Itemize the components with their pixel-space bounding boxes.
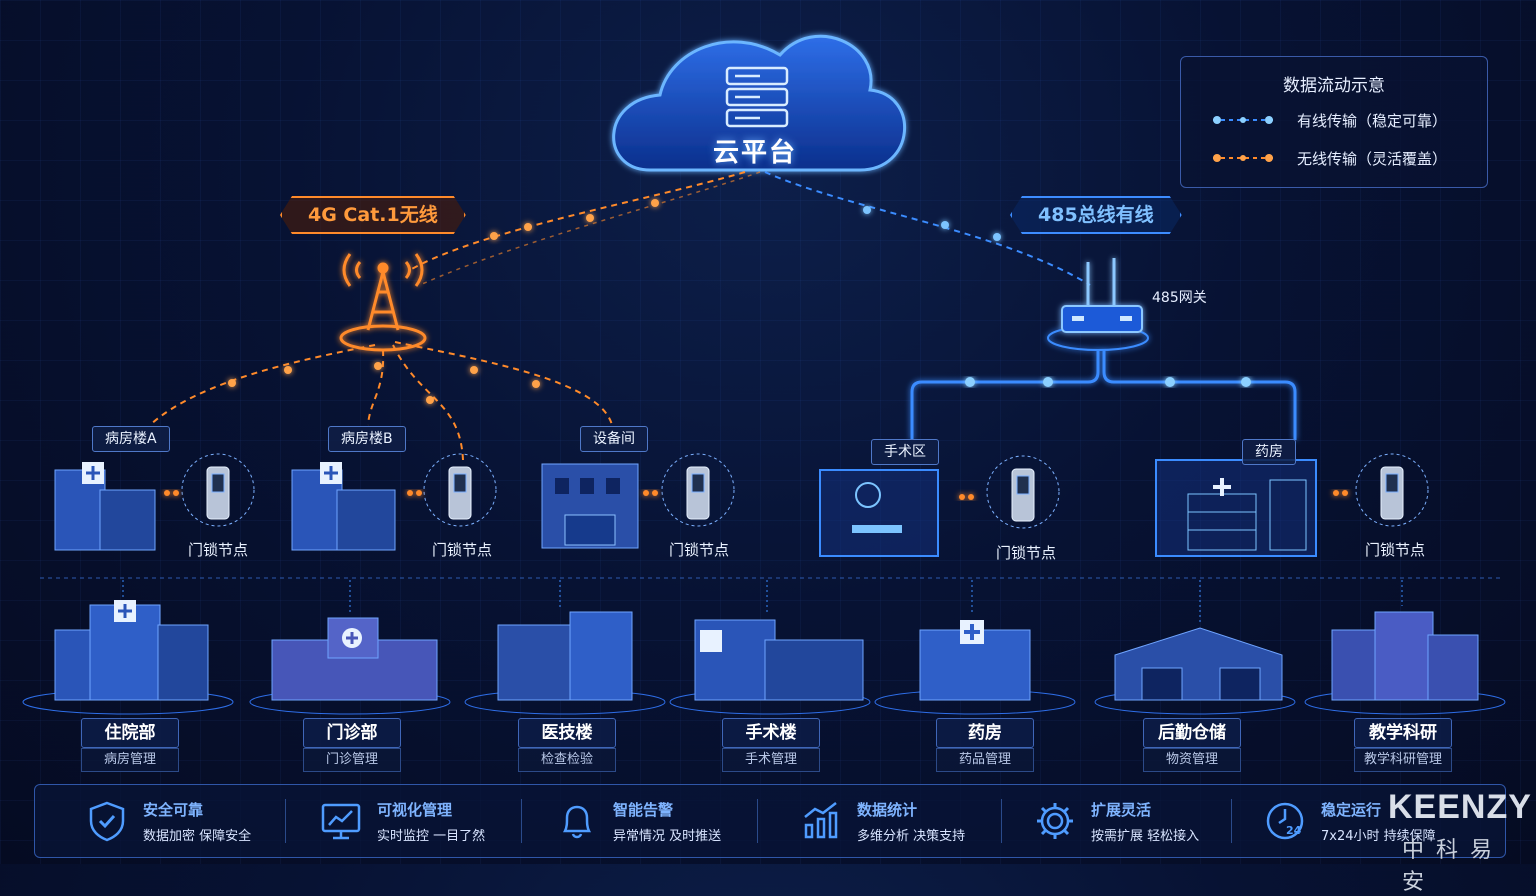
building-name: 教学科研 — [1354, 718, 1452, 748]
building-name: 药房 — [936, 718, 1034, 748]
building-sub: 教学科研管理 — [1354, 748, 1452, 772]
node-label-pharmacy-room: 药房 — [1242, 439, 1296, 465]
svg-text:24: 24 — [1286, 824, 1302, 837]
feature-title: 安全可靠 — [143, 801, 204, 819]
building-sub: 物资管理 — [1143, 748, 1241, 772]
feature-desc: 异常情况 及时推送 — [613, 829, 722, 844]
gateway-router-icon — [1047, 258, 1149, 351]
building-name: 门诊部 — [303, 718, 401, 748]
feature-desc: 实时监控 一目了然 — [377, 829, 486, 844]
divider — [1231, 799, 1232, 843]
building-sub: 手术管理 — [722, 748, 820, 772]
server-icon — [725, 66, 789, 128]
bottom-buildings — [22, 600, 1506, 715]
building-ward-b-icon — [291, 462, 396, 551]
brand-logo-cn: 中科易安 — [1402, 838, 1505, 895]
pharmacy-room-icon — [1155, 459, 1317, 557]
lock-label-operating-area: 门锁节点 — [996, 544, 1057, 562]
wireless-line-icon — [1213, 154, 1273, 162]
building-sub: 药品管理 — [936, 748, 1034, 772]
operating-area-icon — [819, 469, 939, 557]
divider — [285, 799, 286, 843]
lock-label-pharmacy-room: 门锁节点 — [1365, 541, 1426, 559]
legend-wired-row: 有线传输（稳定可靠） — [1211, 109, 1447, 131]
clock-24-icon: 24 — [1266, 802, 1304, 840]
building-sub: 检查检验 — [518, 748, 616, 772]
building-sub: 病房管理 — [81, 748, 179, 772]
legend-wireless-label: 无线传输（灵活覆盖） — [1297, 149, 1448, 168]
monitor-chart-icon — [321, 803, 361, 840]
node-label-operating-area: 手术区 — [871, 439, 939, 465]
building-equipment-room-icon — [541, 463, 639, 549]
bar-chart-icon — [804, 802, 838, 839]
features-bar: 安全可靠 数据加密 保障安全 可视化管理 实时监控 一目了然 智能告警 异常情况… — [34, 784, 1506, 858]
building-name: 后勤仓储 — [1143, 718, 1241, 748]
divider — [521, 799, 522, 843]
door-lock-icon — [181, 453, 1429, 529]
legend-wired-label: 有线传输（稳定可靠） — [1297, 111, 1448, 130]
building-ward-a-icon — [54, 462, 156, 551]
feature-desc: 7x24小时 持续保障 — [1321, 829, 1436, 844]
gear-icon — [1037, 803, 1073, 839]
lock-label-ward-a: 门锁节点 — [188, 541, 249, 559]
wireless-link-tag: 4G Cat.1无线 — [280, 196, 466, 234]
building-name: 医技楼 — [518, 718, 616, 748]
building-sub: 门诊管理 — [303, 748, 401, 772]
building-name: 住院部 — [81, 718, 179, 748]
node-label-ward-b: 病房楼B — [328, 426, 406, 452]
shield-check-icon — [89, 801, 125, 842]
feature-title: 可视化管理 — [377, 801, 453, 819]
legend-wireless-row: 无线传输（灵活覆盖） — [1211, 147, 1447, 169]
topology-lines — [22, 34, 1506, 715]
feature-desc: 多维分析 决策支持 — [857, 829, 966, 844]
lock-label-equipment-room: 门锁节点 — [669, 541, 730, 559]
lock-label-ward-b: 门锁节点 — [432, 541, 493, 559]
data-flow-legend: 数据流动示意 有线传输（稳定可靠） 无线传输（灵活覆盖） — [1180, 56, 1488, 188]
feature-title: 稳定运行 — [1321, 801, 1382, 819]
divider — [1001, 799, 1002, 843]
node-label-ward-a: 病房楼A — [92, 426, 170, 452]
wired-line-icon — [1213, 116, 1273, 124]
feature-desc: 按需扩展 轻松接入 — [1091, 829, 1200, 844]
feature-title: 智能告警 — [613, 801, 674, 819]
wired-link-tag: 485总线有线 — [1010, 196, 1182, 234]
building-name: 手术楼 — [722, 718, 820, 748]
feature-title: 扩展灵活 — [1091, 801, 1152, 819]
cloud-platform-title: 云平台 — [712, 138, 797, 168]
feature-title: 数据统计 — [857, 801, 918, 819]
divider — [757, 799, 758, 843]
brand-logo: KEENZY — [1388, 788, 1532, 826]
legend-title: 数据流动示意 — [1283, 76, 1385, 96]
gateway-label: 485网关 — [1152, 290, 1207, 306]
cloud-shape — [612, 34, 906, 172]
feature-desc: 数据加密 保障安全 — [143, 829, 252, 844]
bell-icon — [562, 805, 592, 839]
node-label-equipment-room: 设备间 — [580, 426, 648, 452]
